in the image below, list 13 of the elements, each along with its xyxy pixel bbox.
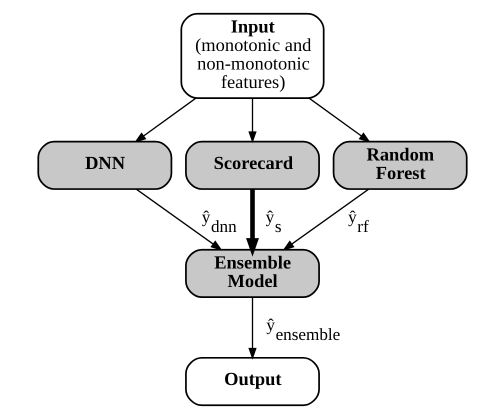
node-box: DNN bbox=[36, 140, 172, 190]
node-box: Ensemble Model bbox=[184, 248, 320, 298]
node-box: Output bbox=[184, 356, 320, 406]
arrow bbox=[134, 98, 196, 143]
arrow bbox=[248, 298, 256, 360]
arrow bbox=[308, 98, 370, 143]
node-box: Input (monotonic and non-monotonic features) bbox=[180, 12, 324, 99]
arrow bbox=[248, 98, 256, 144]
node-box: Random Forest bbox=[332, 140, 468, 190]
arrow bbox=[282, 188, 368, 251]
arrow bbox=[136, 188, 222, 251]
node-box: Scorecard bbox=[184, 140, 320, 190]
arrow bbox=[246, 190, 258, 257]
